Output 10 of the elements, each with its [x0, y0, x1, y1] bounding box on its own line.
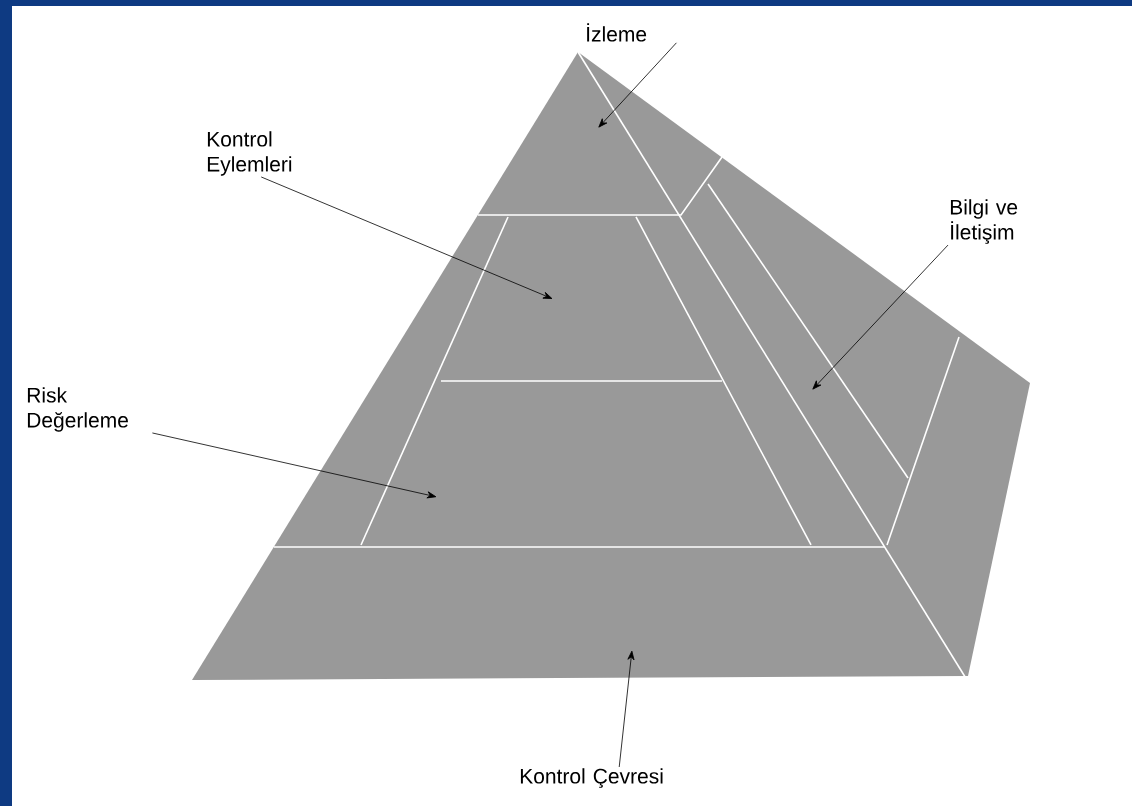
leader-line	[812, 244, 949, 390]
leader-line	[618, 650, 635, 768]
callout-label: İzleme	[587, 23, 647, 42]
callout-label: Kontrol Eylemleri	[207, 131, 292, 176]
callout-label: Bilgi ve İletişim	[950, 199, 1018, 244]
leader-line	[260, 176, 553, 299]
callout-label: Kontrol Çevresi	[520, 768, 663, 788]
leader-line	[152, 432, 437, 499]
leader-line	[598, 42, 677, 128]
callout-label: Risk Değerleme	[27, 387, 128, 432]
